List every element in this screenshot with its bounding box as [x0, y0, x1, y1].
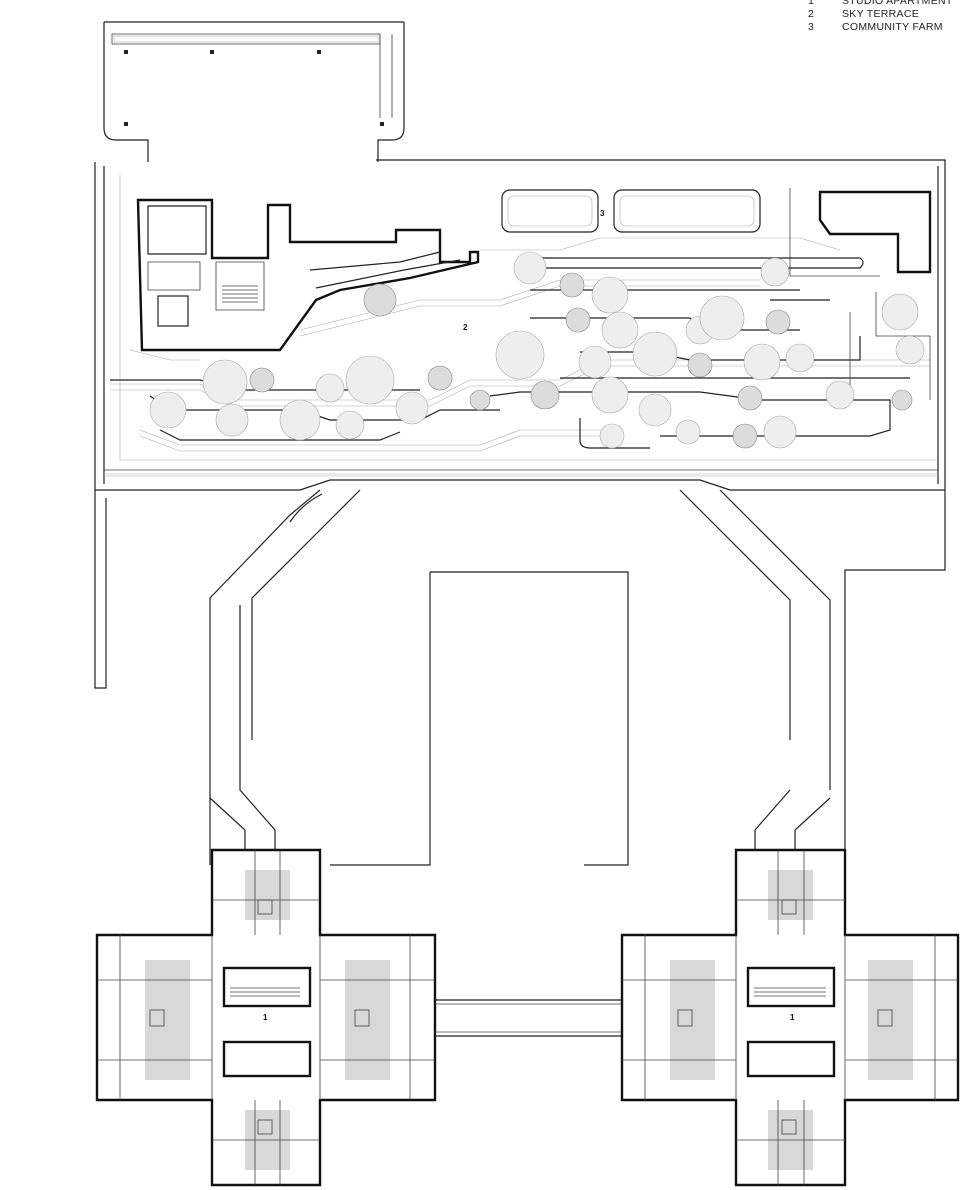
tower-link-bridge: [435, 999, 622, 1037]
label-studio-apartment-left: 1: [263, 1013, 268, 1022]
community-farm: [501, 188, 932, 277]
legend-number: 2: [808, 8, 815, 20]
upper-block: [103, 21, 405, 162]
label-sky-terrace: 2: [463, 323, 468, 332]
label-studio-apartment-right: 1: [790, 1013, 795, 1022]
legend-item: 3 COMMUNITY FARM: [808, 21, 953, 34]
legend-item: 1 STUDIO APARTMENT: [808, 0, 953, 8]
legend-label: STUDIO APARTMENT: [842, 0, 953, 7]
label-community-farm: 3: [600, 209, 605, 218]
terrace-core-building: [136, 198, 480, 352]
legend-number: 3: [808, 21, 815, 33]
apartment-tower-left: [95, 848, 437, 1187]
legend-number: 1: [808, 0, 815, 7]
legend-label: SKY TERRACE: [842, 8, 920, 20]
legend-item: 2 SKY TERRACE: [808, 8, 953, 21]
legend-label: COMMUNITY FARM: [842, 21, 943, 33]
bridge-connectors: [94, 489, 946, 866]
legend: 1 STUDIO APARTMENT 2 SKY TERRACE 3 COMMU…: [808, 0, 953, 34]
apartment-tower-right: [620, 848, 960, 1187]
trees: [149, 251, 925, 449]
